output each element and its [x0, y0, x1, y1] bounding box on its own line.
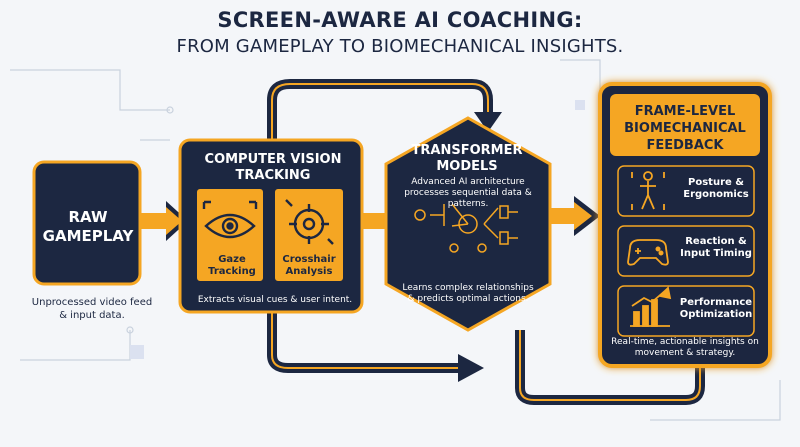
eye-icon [202, 200, 258, 239]
decor-square [130, 345, 144, 359]
page-subtitle: FROM GAMEPLAY TO BIOMECHANICAL INSIGHTS. [176, 36, 624, 57]
page-title: SCREEN-AWARE AI COACHING: [217, 8, 583, 32]
loop-bottom-line [267, 312, 462, 373]
cv-caption: Extracts visual cues & user intent. [197, 295, 353, 305]
cv-title: COMPUTER VISION TRACKING [204, 152, 342, 183]
transformer-caption: Learns complex relationships & predicts … [402, 283, 534, 304]
neural-network-icon [414, 203, 518, 253]
feedback-item-performance: Performance Optimization [679, 297, 753, 320]
flow-arrow-1 [140, 201, 188, 241]
flow-arrow-3 [548, 196, 600, 236]
decor-square-2 [575, 100, 585, 110]
raw-gameplay-box [32, 160, 142, 286]
gaze-tracking-label: Gaze Tracking [208, 254, 256, 277]
loop-top-arrowhead [474, 112, 502, 132]
circuit-lines [10, 59, 781, 421]
feedback-item-3-box [617, 285, 755, 337]
loop-bottom-arrowhead [458, 354, 484, 382]
growth-chart-icon [630, 286, 672, 327]
raw-gameplay-title: RAW GAMEPLAY [42, 208, 134, 245]
gaze-card [195, 187, 265, 283]
feedback-item-2-box [617, 225, 755, 277]
crosshair-analysis-label: Crosshair Analysis [282, 254, 336, 277]
feedback-header [610, 94, 760, 156]
feedback-item-posture: Posture & Ergonomics [683, 177, 749, 200]
loop-right-inner [519, 330, 701, 401]
feedback-title: FRAME-LEVEL BIOMECHANICAL FEEDBACK [624, 104, 746, 153]
transformer-title: TRANSFORMER MODELS [411, 143, 523, 174]
feedback-caption: Real-time, actionable insights on moveme… [611, 337, 759, 358]
body-posture-icon [631, 171, 665, 210]
crosshair-icon [285, 199, 334, 245]
raw-gameplay-caption: Unprocessed video feed & input data. [31, 297, 153, 321]
transformer-description: Advanced AI architecture processes seque… [404, 177, 532, 209]
feedback-item-1-box [617, 165, 755, 217]
crosshair-card [273, 187, 345, 283]
controller-icon [627, 239, 669, 266]
loop-top-inner [271, 83, 489, 140]
loop-bottom-inner [271, 312, 462, 369]
feedback-item-reaction: Reaction & Input Timing [680, 236, 752, 259]
